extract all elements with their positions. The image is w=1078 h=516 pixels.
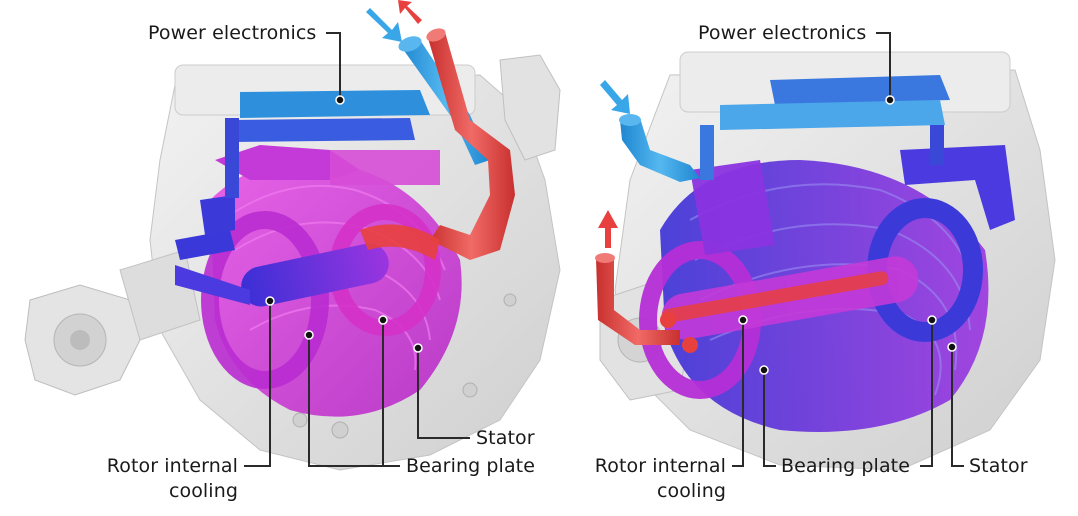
left-label-stator: Stator	[476, 427, 535, 449]
left-coolant-in-arrow-icon	[366, 8, 402, 42]
right-coolant-out-arrow-icon	[598, 210, 618, 248]
left-coolant-out-arrow-icon	[398, 0, 422, 24]
left-power-electronics-leader	[326, 32, 341, 100]
left-stator-leader	[417, 348, 470, 439]
right-power-electronics-cooling	[700, 75, 950, 180]
right-rotor-cooling-leader	[732, 320, 744, 467]
left-coolant-outlet-pipe	[360, 28, 515, 260]
right-coolant-outlet-pipe	[595, 253, 680, 345]
left-power-electronics-cooling	[225, 90, 430, 198]
right-label-rotor-internal-cooling-line1: Rotor internal	[594, 455, 726, 477]
left-motor	[24, 0, 561, 471]
leader-lines	[244, 32, 964, 467]
right-coolant-inlet-pipe	[619, 114, 700, 182]
left-label-rotor-internal-cooling-line1: Rotor internal	[106, 455, 238, 477]
left-label-rotor-internal-cooling-line2: cooling	[168, 480, 238, 502]
right-label-bearing-plate: Bearing plate	[781, 455, 911, 477]
right-bearing-plate-leader	[763, 370, 776, 467]
left-rotor-cooling-leader	[244, 301, 271, 467]
right-power-electronics-leader	[876, 32, 891, 100]
right-stator-leader	[951, 347, 964, 467]
right-coolant-in-arrow-icon	[600, 80, 630, 114]
left-label-power-electronics: Power electronics	[148, 22, 317, 44]
left-bearing-plate-leader	[308, 335, 400, 467]
left-rotor-shaft	[175, 195, 389, 307]
left-bearing-plate-front	[201, 145, 360, 389]
right-motor	[595, 51, 1056, 471]
right-label-rotor-internal-cooling-line2: cooling	[656, 480, 726, 502]
right-rotor-shaft	[660, 256, 919, 353]
right-bearing-plate-leader-2	[920, 320, 933, 467]
leader-dots	[265, 95, 957, 375]
left-label-bearing-plate: Bearing plate	[406, 455, 536, 477]
right-label-stator: Stator	[969, 455, 1028, 477]
right-label-power-electronics: Power electronics	[698, 22, 867, 44]
